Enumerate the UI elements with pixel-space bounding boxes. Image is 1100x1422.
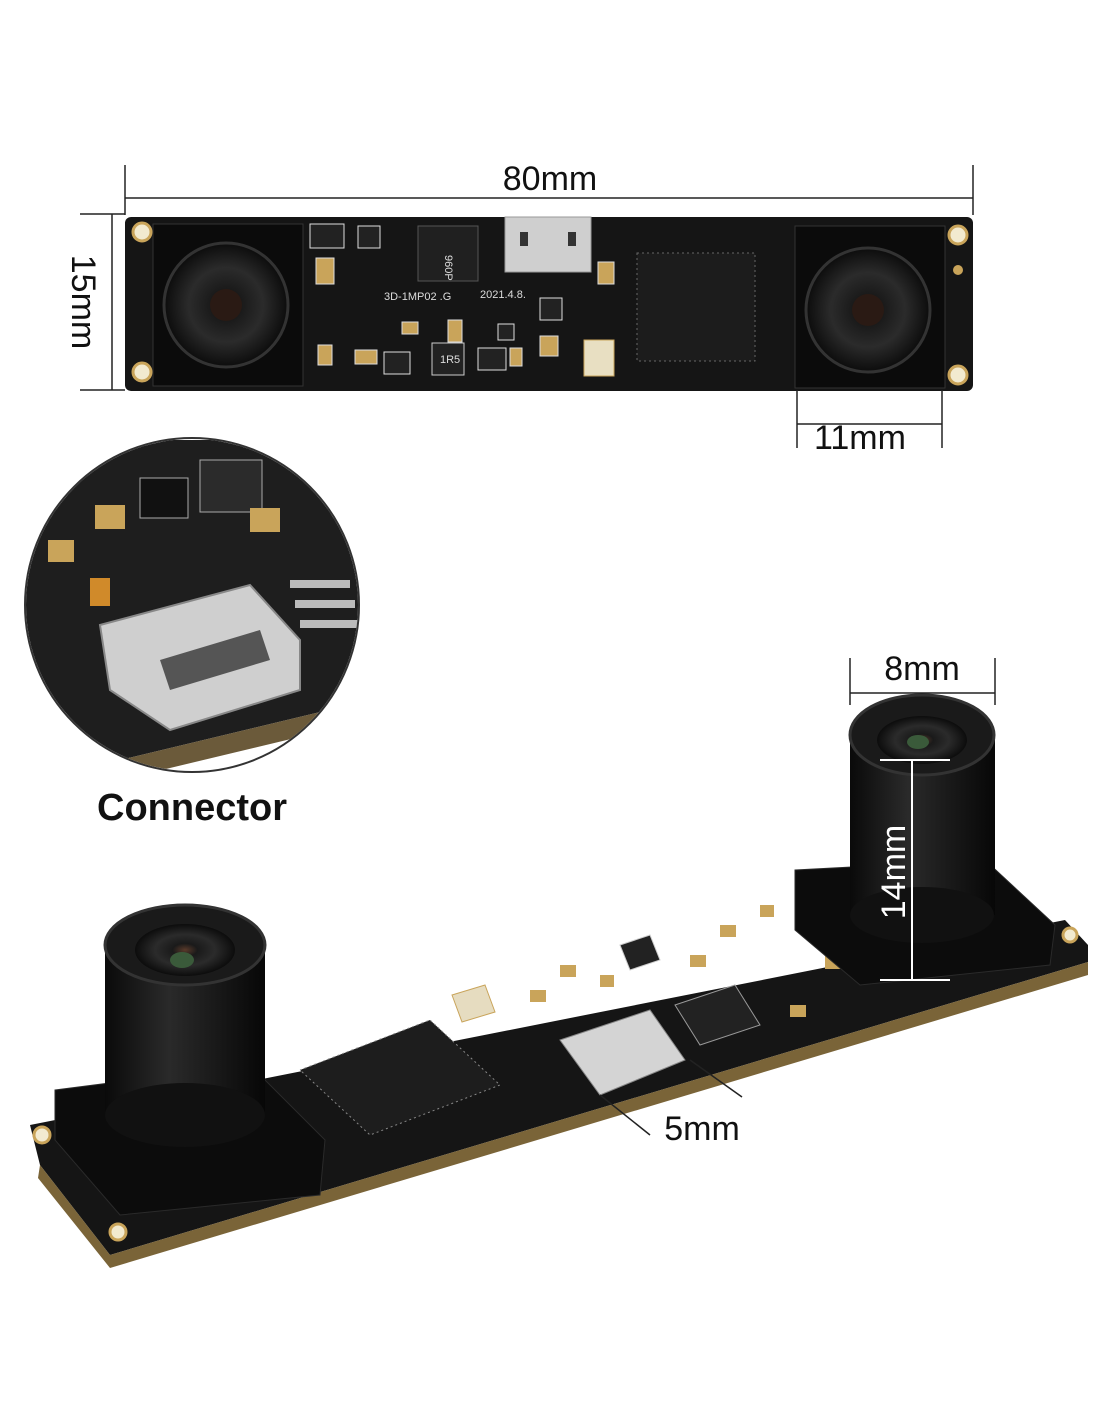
right-camera-3d [794, 693, 1056, 986]
dimension-15mm [80, 213, 125, 391]
dimension-label-11mm: 11mm [814, 419, 906, 457]
ic-marking: 960P [442, 255, 454, 281]
usb-connector-3d [559, 1009, 686, 1096]
silk-date: 2021.4.8. [480, 289, 526, 301]
dimension-label-5mm: 5mm [664, 1110, 740, 1148]
perspective-board-view [30, 693, 1088, 1268]
usb-connector [504, 216, 592, 273]
top-board-view: 960P 3D-1MP02 .G 2021.4.8. 1R5 [125, 216, 973, 391]
silk-model: 3D-1MP02 .G [384, 291, 451, 303]
right-camera [794, 225, 946, 389]
processor-chip [636, 252, 756, 362]
dimension-label-14mm: 14mm [875, 825, 913, 919]
dimension-label-15mm: 15mm [64, 255, 102, 349]
left-camera-3d [54, 903, 326, 1216]
left-camera [152, 223, 304, 387]
dimension-5mm [599, 1059, 743, 1136]
dimension-8mm [849, 658, 996, 705]
connector-label: Connector [97, 787, 287, 829]
dimension-label-80mm: 80mm [503, 160, 597, 198]
dimension-14mm [880, 759, 950, 981]
inductor-marking: 1R5 [440, 354, 460, 366]
dimension-label-8mm: 8mm [884, 650, 960, 688]
dimension-11mm [796, 390, 943, 448]
processor-chip-3d [299, 1019, 501, 1136]
connector-inset [24, 437, 360, 773]
dimension-80mm [124, 165, 974, 215]
